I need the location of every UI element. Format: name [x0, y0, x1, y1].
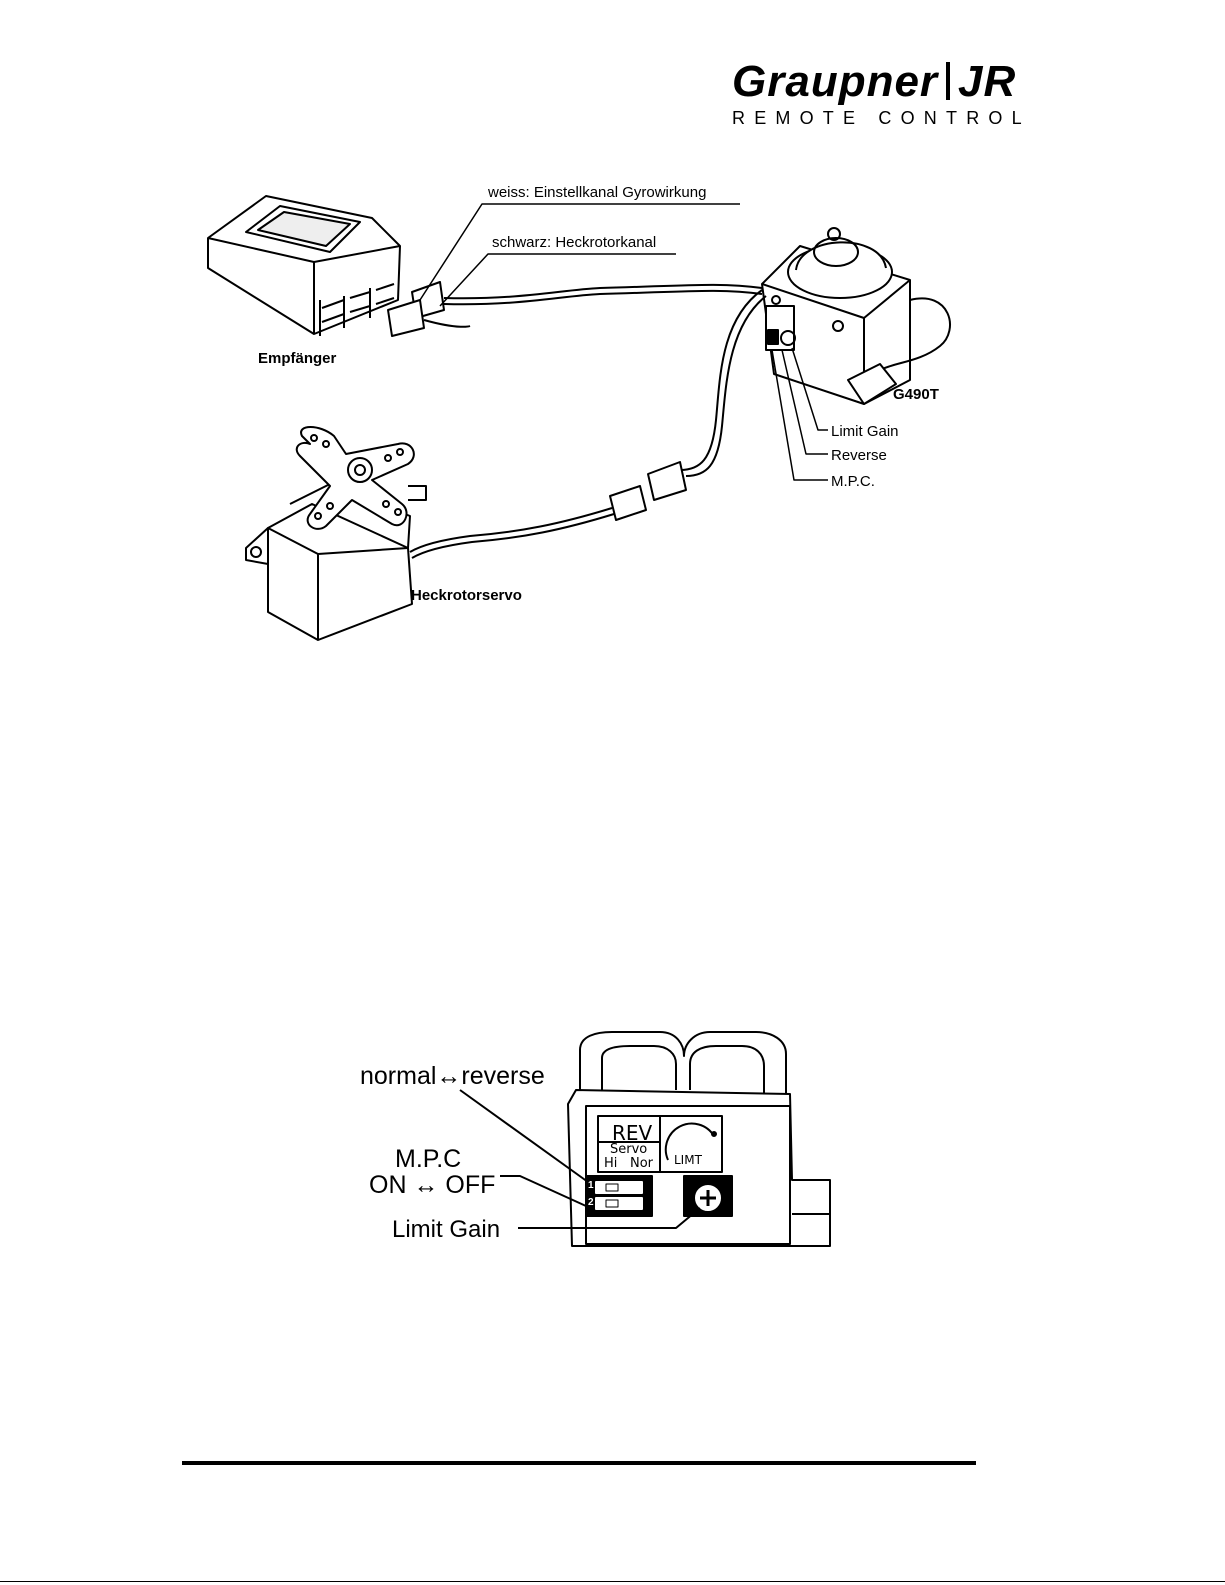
limit-gain-label: Limit Gain [831, 424, 899, 439]
panel-hi-text: Hi [604, 1157, 617, 1170]
switch-1-number: 1 [588, 1181, 594, 1191]
on-off-label: ON ↔ OFF [369, 1173, 495, 1198]
page-bottom-rule [0, 1581, 1225, 1582]
footer-rule [182, 1461, 976, 1465]
gyro-label: G490T [893, 387, 939, 402]
mpc-switch-label: M.P.C [395, 1147, 461, 1172]
receiver-illustration [208, 196, 400, 336]
tail-servo-label: Heckrotorservo [411, 588, 522, 603]
mpc-label: M.P.C. [831, 474, 875, 489]
tail-servo-illustration [246, 427, 426, 640]
limit-gain-detail-label: Limit Gain [392, 1218, 500, 1242]
switch-2-number: 2 [588, 1198, 594, 1208]
panel-nor-text: Nor [630, 1157, 653, 1170]
extension-connectors [410, 462, 686, 558]
panel-rev-text: REV [612, 1123, 652, 1143]
black-wire-label: schwarz: Heckrotorkanal [492, 235, 656, 250]
panel-servo-text: Servo [610, 1143, 647, 1156]
gyro-illustration [680, 228, 950, 476]
normal-reverse-label: normal↔reverse [360, 1064, 545, 1089]
panel-limt-text: LIMT [674, 1154, 702, 1166]
reverse-label: Reverse [831, 448, 887, 463]
receiver-label: Empfänger [258, 351, 336, 366]
white-wire-label: weiss: Einstellkanal Gyrowirkung [488, 185, 706, 200]
receiver-connectors [388, 282, 762, 336]
